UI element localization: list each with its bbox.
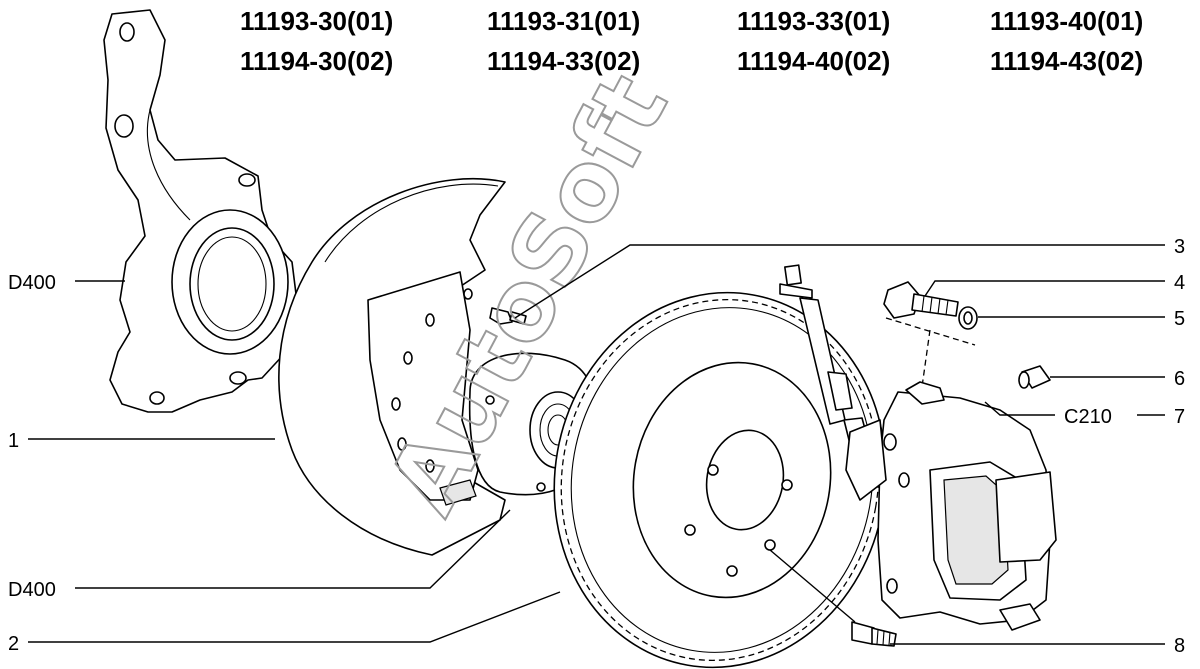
header-codes: 11193-30(01) 11194-30(02) 11193-31(01) 1… (240, 6, 1143, 76)
shield-screw (489, 307, 527, 325)
leader-lines (28, 244, 1165, 645)
leader-screw (514, 244, 1165, 319)
code-3-bottom: 11194-40(02) (737, 46, 890, 76)
leader-caliper-ref (984, 401, 1055, 416)
steering-knuckle (103, 9, 299, 413)
leader-stud-hole (769, 549, 856, 623)
code-2-top: 11193-31(01) (487, 6, 640, 36)
label-shield: 1 (8, 430, 19, 452)
caliper-bolt (883, 281, 959, 319)
label-disc: 2 (8, 633, 19, 655)
brake-disc (553, 291, 887, 669)
code-4-top: 11193-40(01) (990, 6, 1143, 36)
leader-disc (28, 591, 561, 643)
code-3-top: 11193-33(01) (737, 6, 890, 36)
leader-bolt (924, 280, 1165, 297)
label-caliper: 7 (1174, 406, 1185, 428)
label-stud: 8 (1174, 635, 1185, 657)
code-1-top: 11193-30(01) (240, 6, 393, 36)
code-4-bottom: 11194-43(02) (990, 46, 1143, 76)
leader-hub (75, 509, 511, 589)
wheel-stud (851, 621, 897, 647)
brake-caliper (845, 381, 1057, 631)
label-caliper-ref: C210 (1064, 406, 1112, 428)
callout-labels: D400 1 D400 2 3 4 5 6 C210 7 8 (8, 236, 1185, 657)
label-screw: 3 (1174, 236, 1185, 258)
code-1-bottom: 11194-30(02) (240, 46, 393, 76)
splash-shield (278, 178, 506, 556)
label-bolt: 4 (1174, 272, 1185, 294)
code-2-bottom: 11194-33(02) (487, 46, 640, 76)
label-knuckle: D400 (8, 272, 56, 294)
bolt-group-bracket (885, 317, 976, 346)
guide-bushing (1018, 365, 1051, 389)
washer (958, 306, 978, 330)
label-bushing: 6 (1174, 368, 1185, 390)
label-washer: 5 (1174, 308, 1185, 330)
label-hub: D400 (8, 579, 56, 601)
